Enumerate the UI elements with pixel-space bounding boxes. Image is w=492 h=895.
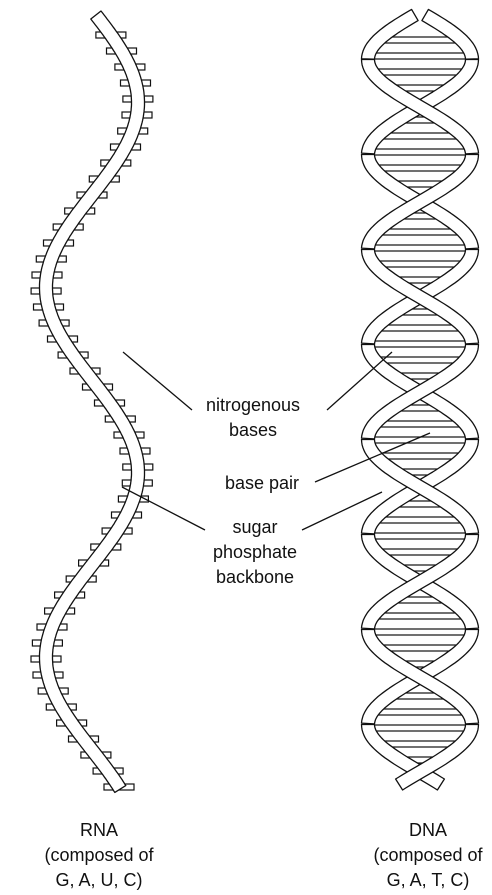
- label-backbone: backbone: [216, 567, 294, 587]
- center-labels: nitrogenous bases base pair sugar phosph…: [206, 395, 300, 587]
- dna-caption-line3: G, A, T, C): [387, 870, 470, 890]
- rna-caption-line2: (composed of: [44, 845, 154, 865]
- dna-backbone: [362, 9, 479, 790]
- rna-backbone: [40, 11, 145, 792]
- leader-nitrogenous-bases-rna: [123, 352, 192, 410]
- dna-caption-line2: (composed of: [373, 845, 483, 865]
- dna-base-pair: [368, 629, 472, 635]
- dna-base-pair: [376, 325, 465, 331]
- rna-caption-line3: G, A, U, C): [55, 870, 142, 890]
- rna-helix: [31, 11, 153, 792]
- dna-caption-title: DNA: [409, 820, 447, 840]
- dna-base-pair: [368, 341, 472, 347]
- dna-base-pair: [372, 69, 467, 75]
- leader-nitrogenous-bases-dna: [327, 352, 392, 410]
- rna-caption-title: RNA: [80, 820, 118, 840]
- label-nitrogenous: nitrogenous: [206, 395, 300, 415]
- dna-base-pair: [373, 165, 467, 171]
- rna-backbone-ribbon: [40, 11, 145, 792]
- dna-base-pair: [376, 453, 465, 459]
- dna-base-pair: [368, 245, 472, 251]
- label-base-pair: base pair: [225, 473, 299, 493]
- rna-caption: RNA (composed of G, A, U, C): [44, 820, 154, 890]
- dna-base-pair: [368, 725, 471, 731]
- dna-strand-b: [362, 9, 419, 59]
- dna-strand-a: [422, 9, 479, 59]
- dna-base-pair: [372, 709, 467, 715]
- dna-helix: [362, 9, 479, 790]
- dna-base-pair: [368, 149, 472, 155]
- dna-base-pair: [374, 517, 466, 523]
- dna-base-pair: [368, 53, 471, 59]
- label-phosphate: phosphate: [213, 542, 297, 562]
- label-bases: bases: [229, 420, 277, 440]
- dna-base-pair: [374, 261, 466, 267]
- dna-base-pair: [375, 357, 466, 363]
- dna-caption: DNA (composed of G, A, T, C): [373, 820, 483, 890]
- dna-base-pair: [375, 421, 466, 427]
- dna-base-pair: [373, 613, 467, 619]
- label-sugar: sugar: [232, 517, 277, 537]
- dna-base-pair: [368, 533, 472, 539]
